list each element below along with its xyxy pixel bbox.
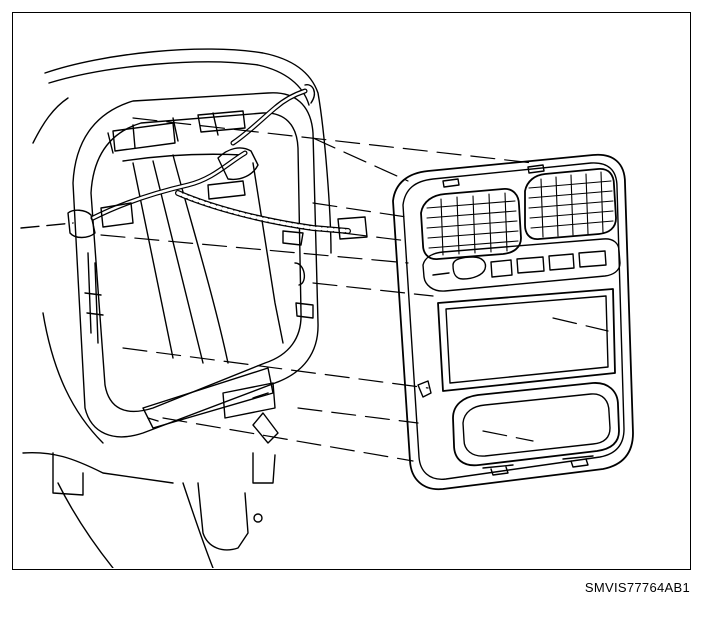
dash-opening-frame — [72, 92, 319, 444]
lower-pocket — [452, 382, 620, 476]
control-buttons — [422, 238, 621, 292]
figure-code: SMVIS77764AB1 — [584, 580, 690, 595]
bezel-clips — [442, 164, 545, 188]
dashboard-outline — [20, 48, 332, 568]
diagram-frame — [12, 12, 691, 570]
bezel-panel — [392, 153, 634, 491]
exploded-view-illustration — [20, 48, 634, 568]
wiring-harness — [67, 84, 368, 246]
display-window — [417, 288, 616, 398]
vent-left — [420, 188, 522, 260]
assembly-guide-lines — [100, 117, 609, 462]
vent-right — [524, 168, 617, 240]
